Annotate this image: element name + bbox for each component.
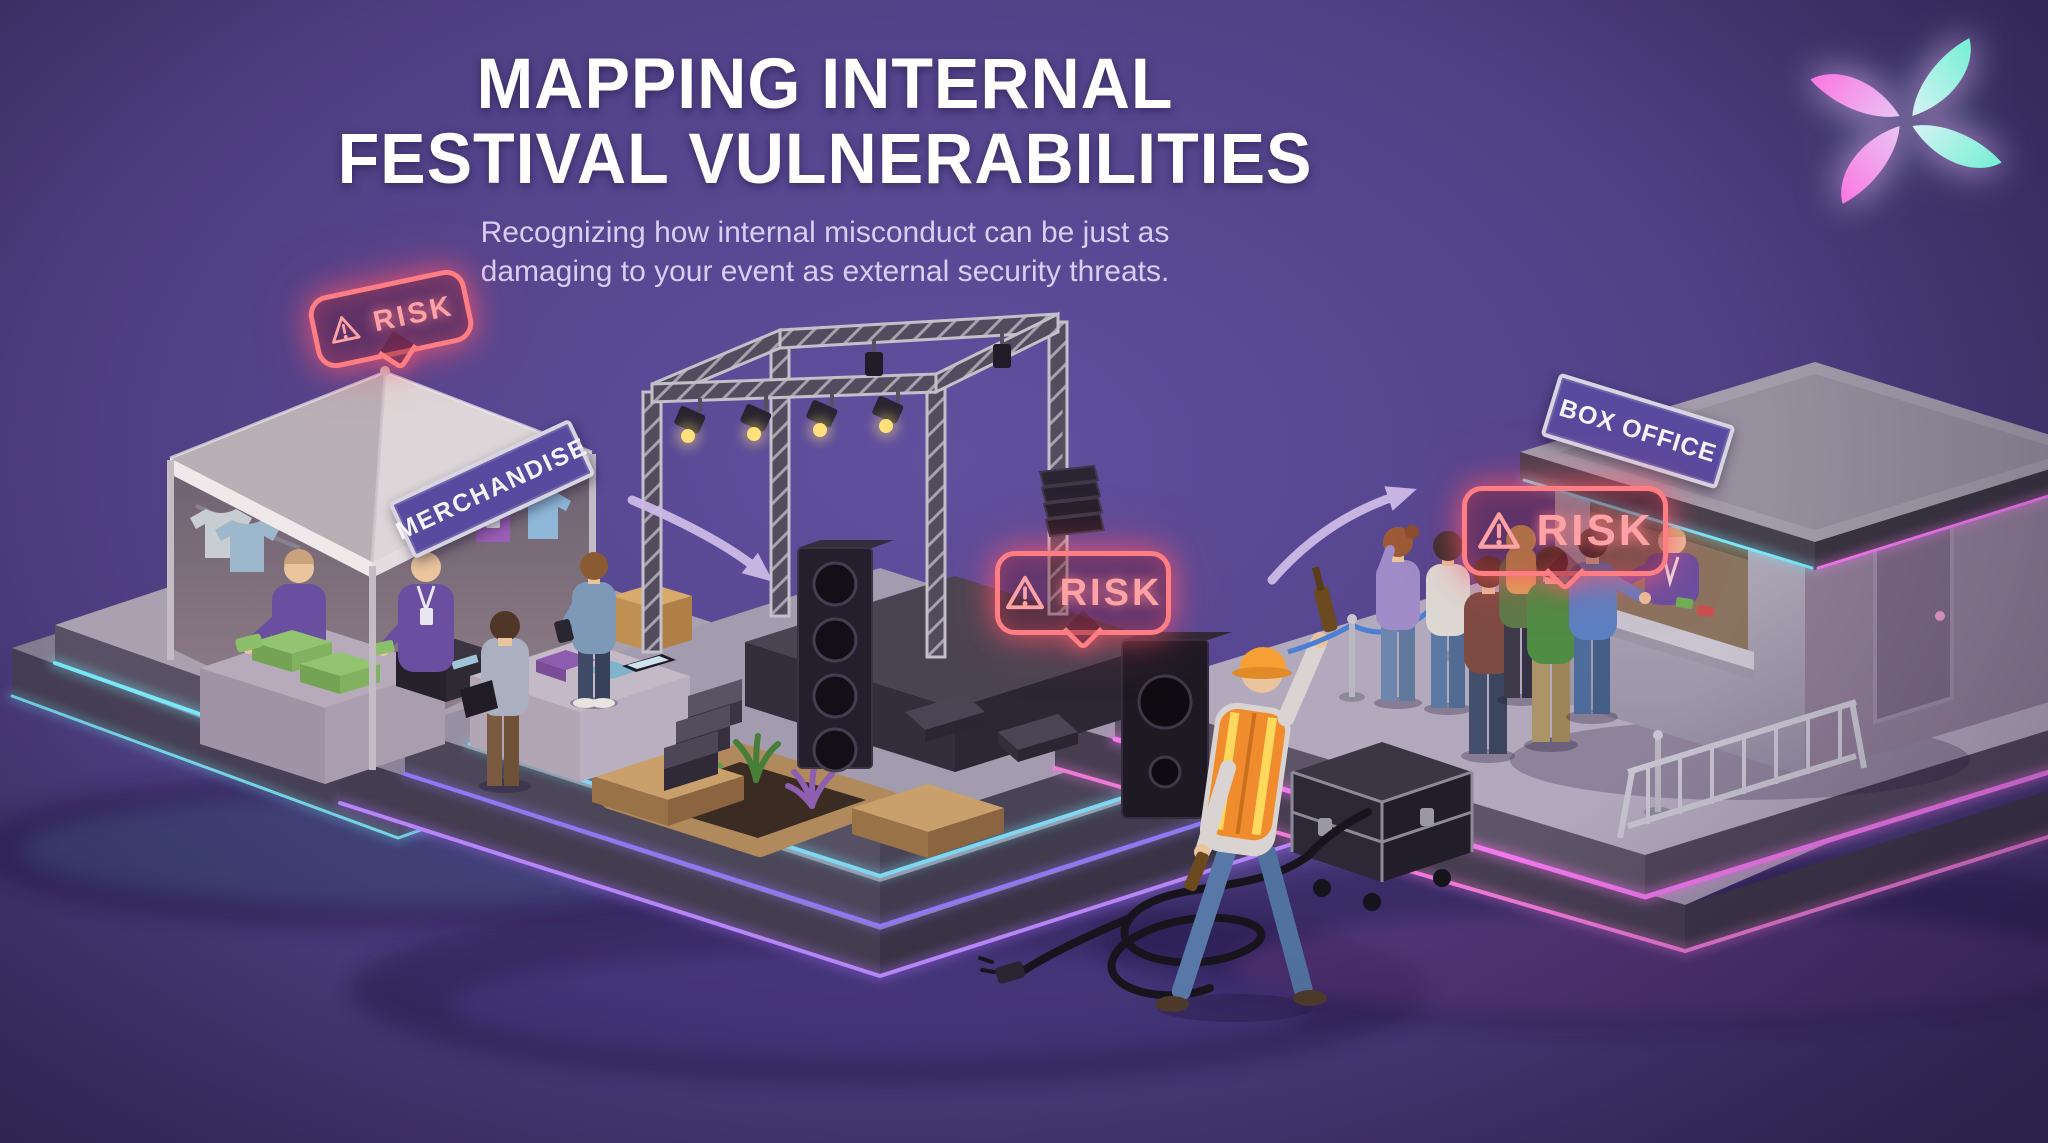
subtitle-line-1: Recognizing how internal misconduct can … — [480, 216, 1170, 250]
road-case — [1290, 742, 1474, 911]
drunk-worker-figure — [1155, 566, 1338, 1022]
floor-speaker — [1121, 632, 1232, 819]
page-subtitle: Recognizing how internal misconduct can … — [230, 213, 1420, 291]
logo-petal-upper-right — [1912, 38, 1971, 117]
title-line-2: FESTIVAL VULNERABILITIES — [337, 119, 1313, 199]
risk-badge-merchandise: RISK — [305, 266, 477, 372]
logo-petal-upper-left — [1810, 74, 1900, 117]
queue-person — [1374, 525, 1422, 709]
subtitle-line-2: damaging to your event as external secur… — [480, 255, 1170, 289]
page-title: MAPPING INTERNAL FESTIVAL VULNERABILITIE… — [254, 45, 1396, 199]
risk-badge-stage: RISK — [995, 551, 1171, 652]
flow-arrow-2 — [1267, 486, 1417, 585]
tent-poles — [167, 454, 596, 770]
box-office-building — [1519, 362, 2048, 776]
merchandise-tent-zone — [167, 366, 692, 793]
risk-badge-box-office: RISK — [1462, 486, 1668, 593]
logo-petal-lower-left — [1841, 125, 1900, 204]
monitor-wedges — [905, 694, 1078, 762]
risk-label: RISK — [1536, 506, 1654, 555]
box-office-zone — [1287, 362, 2048, 839]
speaker-stack — [797, 540, 894, 773]
flow-arrows — [627, 486, 1417, 585]
cash-stacks — [235, 630, 380, 694]
staff-figure-register — [369, 552, 454, 672]
queue-person — [1566, 528, 1651, 724]
risk-label: RISK — [1059, 571, 1163, 614]
queue-person — [1524, 546, 1578, 752]
stage-lights — [674, 332, 1011, 449]
title-line-1: MAPPING INTERNAL — [476, 45, 1174, 124]
customer-figure — [460, 611, 531, 793]
stage-truss — [641, 311, 1069, 659]
line-array-speaker — [1038, 400, 1106, 538]
header: MAPPING INTERNAL FESTIVAL VULNERABILITIE… — [230, 45, 1420, 291]
warning-triangle-icon — [332, 316, 361, 344]
cable-coil — [978, 808, 1372, 1000]
butterfly-petals-logo-icon — [1810, 38, 2002, 204]
walkway-visitor-figure — [554, 552, 618, 709]
warning-triangle-icon — [1478, 512, 1521, 549]
main-stage-zone — [641, 311, 1474, 1022]
flow-arrow-1 — [627, 495, 774, 582]
queue-person — [1424, 531, 1472, 715]
barricade-fence — [1617, 699, 1867, 839]
logo-petal-lower-right — [1912, 125, 2002, 168]
warning-triangle-icon — [1005, 575, 1044, 610]
risk-label: RISK — [370, 289, 457, 338]
